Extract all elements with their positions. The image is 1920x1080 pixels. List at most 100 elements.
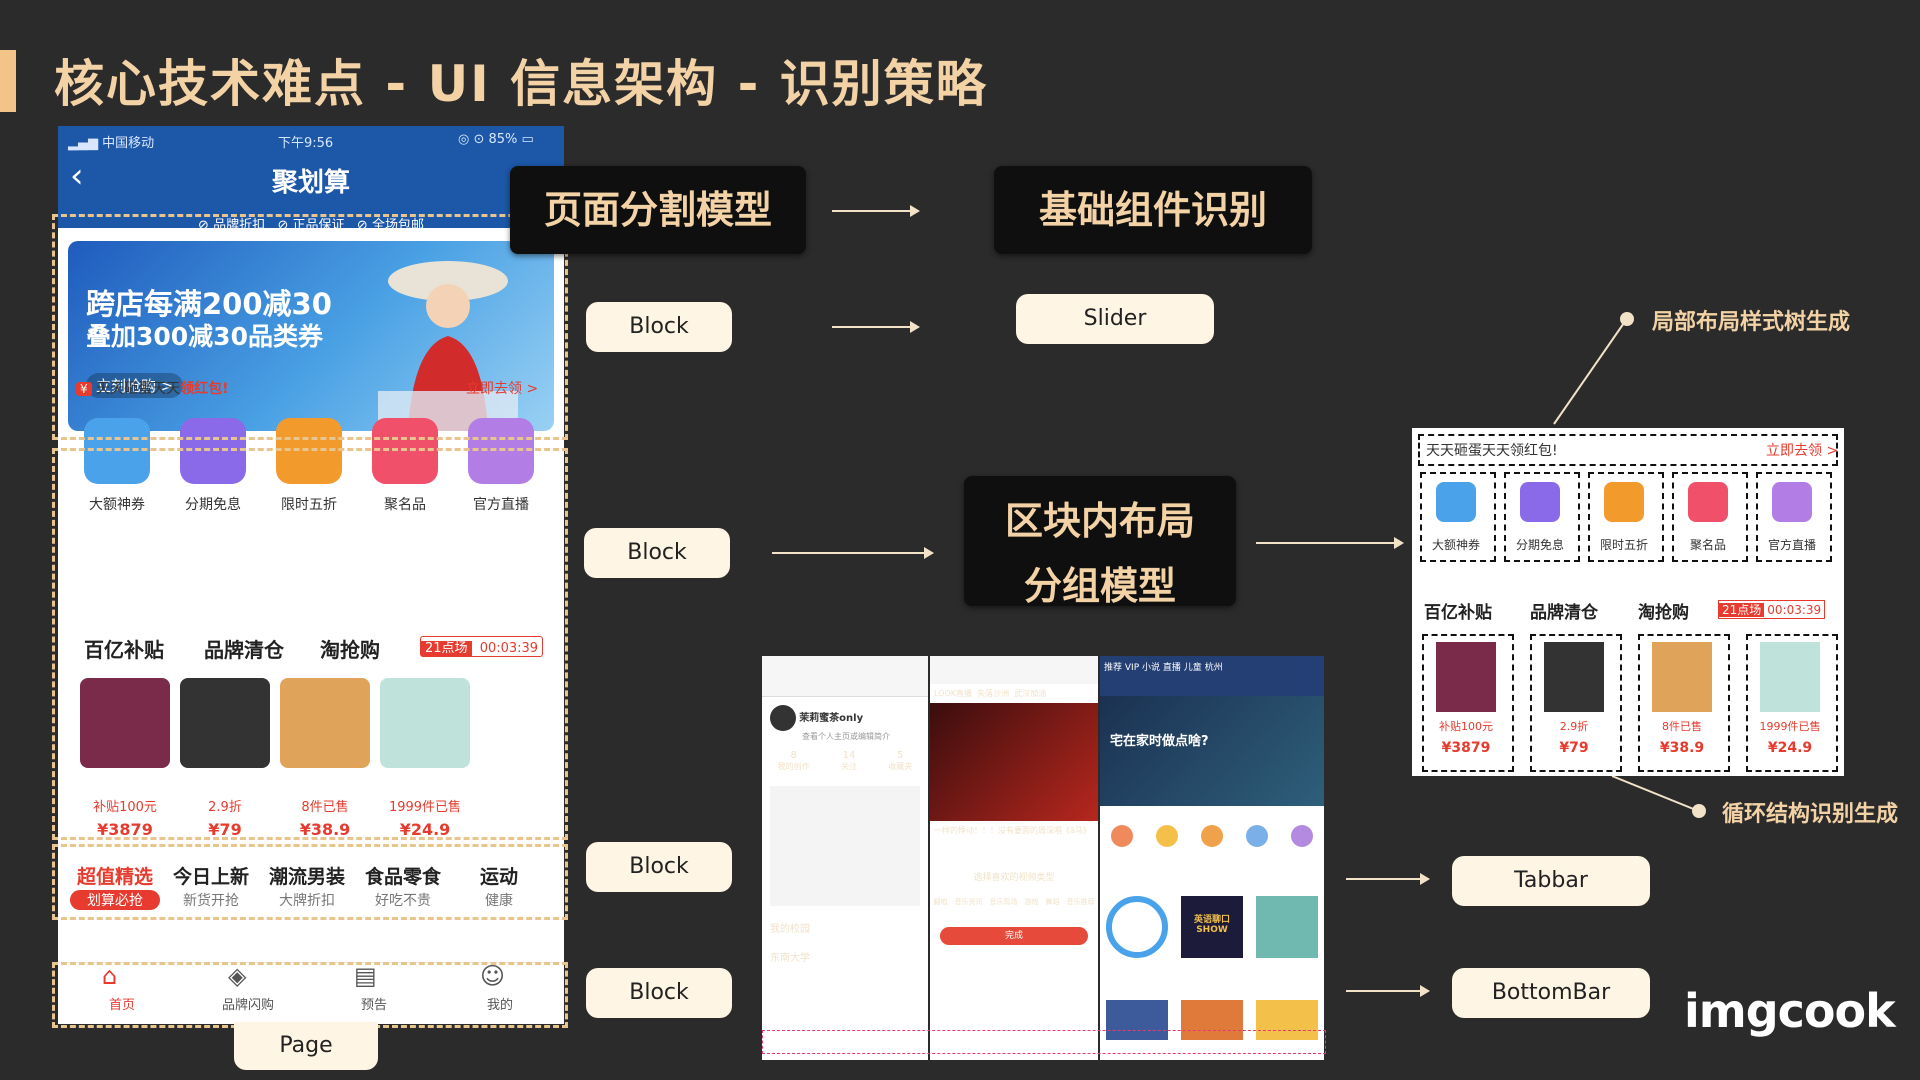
s3-icon-1[interactable] <box>1111 825 1134 847</box>
mini-section-2: 品牌清仓 <box>1530 603 1598 623</box>
product-image[interactable] <box>380 678 470 768</box>
section-subsidy[interactable]: 百亿补贴 <box>84 638 164 662</box>
layout-output-card: 天天砸蛋天天领红包! 立即去领 > 大额神券分期免息限时五折聚名品官方直播 百亿… <box>1412 428 1844 776</box>
tab-2[interactable]: 预告 <box>360 998 387 1013</box>
tag-2: 正品保证 <box>292 218 345 233</box>
arrow-to-bottombar <box>1346 985 1430 997</box>
s3-icon-5[interactable] <box>1290 825 1313 847</box>
redpack-row[interactable]: ¥ 天天砸蛋天天领红包! <box>76 378 228 398</box>
note-loop: 循环结构识别生成 <box>1722 802 1899 827</box>
note-tree: 局部布局样式树生成 <box>1652 310 1851 335</box>
mini-product-box <box>1746 634 1838 772</box>
nav-title: 聚划算 <box>271 168 350 198</box>
countdown-timer: 21点场 00:03:39 <box>420 636 544 657</box>
carrier: 中国移动 <box>102 136 155 151</box>
back-chevron-icon[interactable]: ‹ <box>70 156 84 196</box>
home-icon[interactable]: ⌂ <box>102 962 118 990</box>
s3-album-row: 英语聊口SHOW <box>1100 866 1324 958</box>
category-title[interactable]: 运动 <box>479 866 518 888</box>
s2-tab-1: LOOK直播 <box>934 689 973 698</box>
banner-buy-button[interactable]: 立刻抢购 > <box>86 373 184 398</box>
s3-icon-3[interactable] <box>1200 825 1223 847</box>
s2-tabs: LOOK直播 失落沙洲 武汉加油 <box>930 684 1098 703</box>
product-image[interactable] <box>80 678 170 768</box>
block-label-4: Block <box>586 968 732 1018</box>
s2-genre-3[interactable]: 音乐现场 <box>989 898 1018 906</box>
mini-icon-label: 聚名品 <box>1689 538 1726 552</box>
category-sub: 健康 <box>485 893 513 909</box>
s3-album-1[interactable] <box>1106 896 1169 958</box>
mini-section-3: 淘抢购 <box>1638 603 1689 623</box>
s2-genre-5[interactable]: 舞蹈 <box>1045 898 1060 906</box>
mini-icon <box>1772 482 1812 522</box>
category-sub: 新货开抢 <box>183 893 239 909</box>
s1-stat-fav-num: 5 <box>897 750 904 761</box>
product-image[interactable] <box>280 678 370 768</box>
s1-avatar <box>770 705 796 731</box>
layout-model-line2: 分组模型 <box>1023 564 1176 608</box>
redpack-link[interactable]: 立即去领 > <box>466 381 539 397</box>
slider-label: Slider <box>1016 294 1214 344</box>
user-icon[interactable]: ☺ <box>480 962 506 990</box>
yen-icon[interactable] <box>180 418 246 484</box>
s3-tile-2[interactable] <box>1180 1000 1243 1040</box>
mini-icon-label: 大额神券 <box>1431 538 1480 552</box>
product-price: ¥24.9 <box>399 820 451 839</box>
phone-screenshot: ▂▄▆ 中国移动 下午9:56 ◎ ⊙ 85% ▭ ‹ 聚划算 ⊘ 品牌折扣 ⊘… <box>58 126 564 1024</box>
ticket-icon[interactable] <box>84 418 150 484</box>
promo-banner[interactable]: 跨店每满200减30 叠加300减30品类券 立刻抢购 > <box>68 241 554 431</box>
split-model-box: 页面分割模型 <box>510 166 806 254</box>
s3-album-2[interactable]: 英语聊口SHOW <box>1180 896 1243 958</box>
mini-timer-label: 21点场 <box>1719 603 1765 617</box>
s2-genre-6[interactable]: 音乐推荐 <box>1066 898 1095 906</box>
s3-icon-row <box>1100 806 1324 866</box>
product-badge: 1999件已售 <box>388 800 462 815</box>
block-label-3: Block <box>586 842 732 892</box>
shopping-bag-icon[interactable]: ◈ <box>228 962 247 990</box>
timer-value: 00:03:39 <box>479 641 539 656</box>
s2-done-button[interactable]: 完成 <box>940 927 1088 945</box>
discount-tag-icon[interactable] <box>276 418 342 484</box>
mini-icon <box>1688 482 1728 522</box>
s2-tab-2: 失落沙洲 <box>977 689 1010 698</box>
leader-line-loop <box>1611 775 1697 811</box>
category-title[interactable]: 超值精选 <box>76 866 153 888</box>
tab-1[interactable]: 品牌闪购 <box>221 998 274 1013</box>
category-sub: 大牌折扣 <box>279 893 335 909</box>
section-flash-sale[interactable]: 淘抢购 <box>320 638 380 662</box>
category-title[interactable]: 食品零食 <box>364 866 441 888</box>
redpack-icon: ¥ <box>76 382 92 396</box>
mini-product-image <box>1652 642 1712 712</box>
icon-label-0: 大额神券 <box>89 497 145 513</box>
guarantee-tags: ⊘ 品牌折扣 ⊘ 正品保证 ⊘ 全场包邮 <box>198 218 424 233</box>
section-clearance[interactable]: 品牌清仓 <box>204 638 284 662</box>
s3-icon-4[interactable] <box>1245 825 1268 847</box>
s1-searchbar <box>762 656 928 697</box>
screens-tabbar-outline <box>762 1030 1326 1054</box>
product-badge: 8件已售 <box>301 800 349 815</box>
s3-tile-1[interactable] <box>1106 1000 1169 1040</box>
bag-icon[interactable] <box>372 418 438 484</box>
mini-icon-box <box>1504 472 1580 562</box>
icon-label-1: 分期免息 <box>185 497 241 513</box>
s3-icon-2[interactable] <box>1156 825 1179 847</box>
s2-genre-4[interactable]: 游戏 <box>1024 898 1039 906</box>
s1-username: 茉莉蜜茶only <box>799 713 864 724</box>
mini-product-badge: 1999件已售 <box>1759 720 1821 733</box>
calendar-icon[interactable]: ▤ <box>354 962 377 990</box>
block-outline-content <box>52 448 568 840</box>
mini-icon-box <box>1420 472 1496 562</box>
s2-genre-1[interactable]: 翻唱 <box>933 898 948 906</box>
s3-tile-3[interactable] <box>1255 1000 1318 1040</box>
mini-product-price: ¥38.9 <box>1659 740 1705 756</box>
s3-album-3[interactable] <box>1255 896 1318 958</box>
tab-3[interactable]: 我的 <box>486 998 513 1013</box>
product-image[interactable] <box>180 678 270 768</box>
tab-0[interactable]: 首页 <box>108 998 135 1013</box>
category-title[interactable]: 今日上新 <box>172 866 249 888</box>
tv-icon[interactable] <box>468 418 534 484</box>
s2-genre-2[interactable]: 音乐资讯 <box>954 898 983 906</box>
category-title[interactable]: 潮流男装 <box>268 866 345 888</box>
